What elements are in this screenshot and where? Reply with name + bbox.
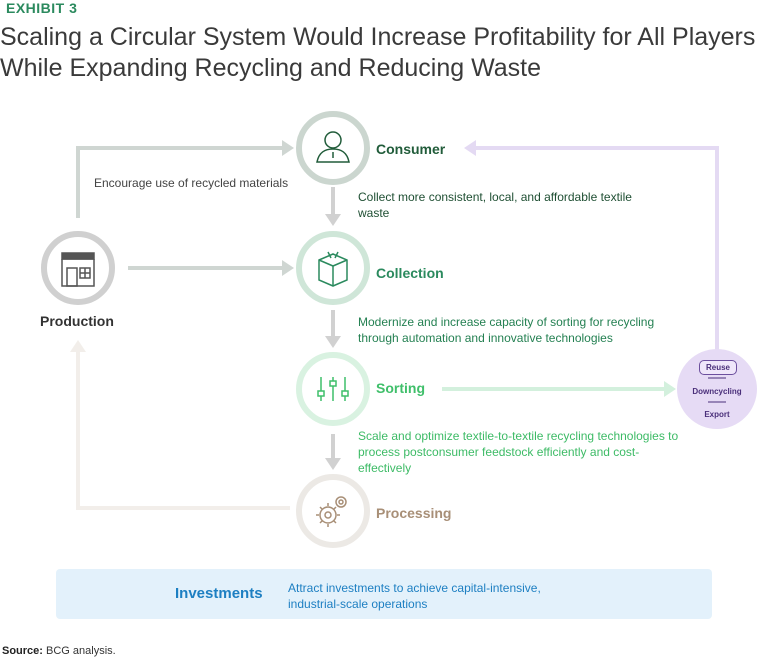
production-node [41, 231, 115, 305]
sorting-label: Sorting [376, 380, 425, 396]
processing-to-production-arrow [76, 352, 290, 510]
exhibit-label: EXHIBIT 3 [6, 0, 78, 16]
reuse-badge: Reuse [699, 360, 737, 375]
investments-description: Attract investments to achieve capital-i… [288, 581, 541, 611]
sorting-to-processing-description: Scale and optimize textile-to-textile re… [358, 429, 679, 475]
processing-label: Processing [376, 505, 452, 521]
person-icon [316, 131, 350, 163]
export-label: Export [704, 410, 730, 419]
encourage-recycled-description: Encourage use of recycled materials [94, 176, 289, 190]
sorting-to-outlet-arrowhead [664, 381, 676, 397]
outlet-to-consumer-arrowhead [464, 140, 476, 156]
production-to-consumer-arrow [76, 146, 282, 218]
page-title: Scaling a Circular System Would Increase… [0, 23, 756, 82]
consumer-label: Consumer [376, 141, 446, 157]
downcycling-label: Downcycling [692, 387, 742, 396]
sorting-to-processing-arrowhead [325, 458, 341, 470]
investments-box [56, 569, 712, 619]
consumer-to-collection-arrowhead [325, 214, 341, 226]
storefront-icon [61, 252, 95, 287]
sliders-icon [317, 377, 349, 401]
investments-title: Investments [175, 585, 263, 602]
production-label: Production [40, 313, 114, 329]
processing-node [296, 474, 370, 548]
gears-icon [316, 496, 347, 527]
source-label: Source: [2, 645, 43, 657]
outlet-to-consumer-arrow [476, 146, 719, 352]
consumer-to-collection-description: Collect more consistent, local, and affo… [358, 190, 632, 220]
source-text: BCG analysis. [46, 645, 116, 657]
production-to-consumer-arrowhead [282, 140, 294, 156]
collection-to-sorting-description: Modernize and increase capacity of sorti… [358, 315, 655, 345]
collection-to-sorting-arrowhead [325, 336, 341, 348]
processing-to-production-arrowhead [70, 340, 86, 352]
production-to-collection-arrowhead [282, 260, 294, 276]
collection-label: Collection [376, 265, 444, 281]
outlet-node [677, 349, 757, 429]
box-icon [318, 251, 348, 287]
source-note: Source: BCG analysis. [2, 645, 116, 657]
